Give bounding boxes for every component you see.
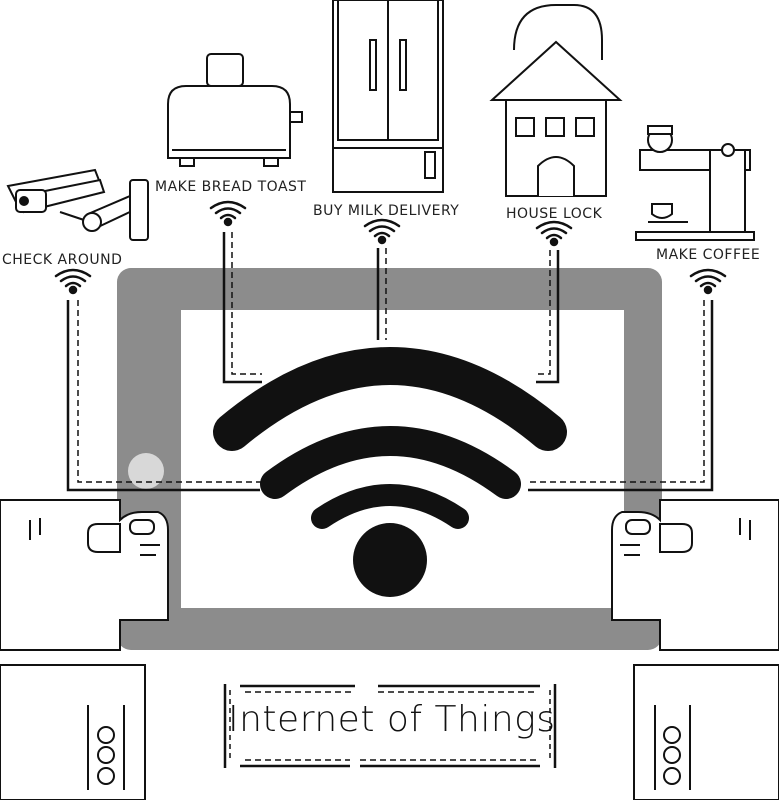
tablet-frame [117,268,662,650]
wifi-icon [213,347,567,597]
left-hand [0,499,169,800]
coffee-machine-icon [635,125,755,241]
security-camera-icon [6,168,149,241]
label-check-around: CHECK AROUND [2,252,123,268]
home-button[interactable] [128,453,164,489]
label-make-bread-toast: MAKE BREAD TOAST [155,179,307,195]
signal-icons [54,200,727,295]
house-icon [489,4,623,197]
toaster-icon [167,53,303,167]
label-make-coffee: MAKE COFFEE [656,247,761,263]
title-frame [223,684,557,768]
label-buy-milk-delivery: BUY MILK DELIVERY [313,203,460,219]
right-hand [611,499,779,800]
refrigerator-icon [332,0,444,193]
page-title: Internet of Things [228,699,556,740]
label-house-lock: HOUSE LOCK [506,206,603,222]
connection-lines [66,232,714,492]
